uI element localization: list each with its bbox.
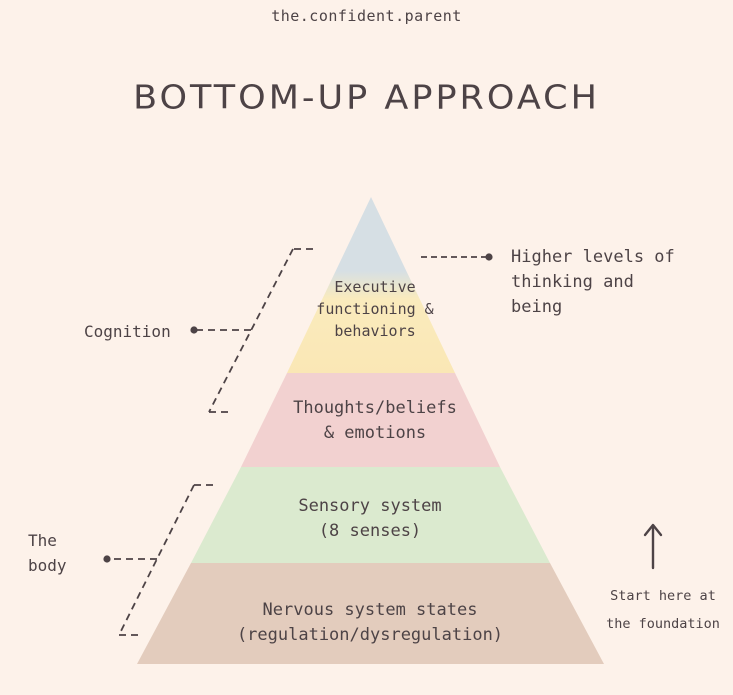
- author-handle: the.confident.parent: [271, 7, 462, 25]
- tier-executive-text: Executive functioning & behaviors: [316, 278, 434, 340]
- tier-executive-label: Executive functioning & behaviors: [290, 276, 460, 342]
- start-here-label: Start here at the foundation: [606, 588, 720, 632]
- tier-thoughts-label: Thoughts/beliefs & emotions: [240, 396, 510, 446]
- cognition-bracket: [194, 248, 313, 413]
- tier-nervous-label: Nervous system states (regulation/dysreg…: [170, 598, 570, 648]
- tier-nervous-shape: [137, 563, 604, 664]
- up-arrow-icon: [643, 523, 663, 570]
- cognition-dot: [190, 326, 198, 334]
- tier-sensory-label: Sensory system (8 senses): [220, 494, 520, 544]
- body-label: The body: [28, 531, 67, 575]
- tier-sensory-shape: [191, 467, 550, 563]
- tier-executive-shape: [287, 197, 455, 373]
- higher-levels-label: Higher levels of thinking and being: [511, 247, 675, 317]
- tier-thoughts-shape: [241, 373, 500, 467]
- body-bracket: [107, 484, 213, 636]
- body-dot: [103, 555, 111, 563]
- page-title: BOTTOM-UP APPROACH: [133, 79, 600, 117]
- tier-nervous-text: Nervous system states (regulation/dysreg…: [236, 600, 504, 645]
- tier-sensory-text: Sensory system (8 senses): [298, 496, 442, 541]
- higher-levels-dot: [485, 253, 493, 261]
- cognition-label: Cognition: [84, 322, 171, 341]
- tier-thoughts-text: Thoughts/beliefs & emotions: [293, 398, 457, 443]
